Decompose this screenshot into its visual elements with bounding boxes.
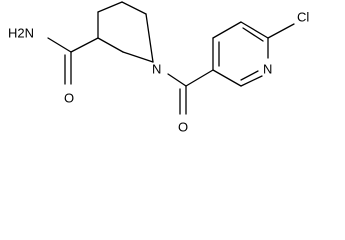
bond-py-inner-2 xyxy=(242,27,264,42)
bond-c6-n1 xyxy=(145,13,154,63)
bond-c4-c5 xyxy=(97,1,123,13)
piperidine-ring xyxy=(97,1,154,63)
amide-nh2-label: H2N xyxy=(8,25,34,40)
piperidine-nitrogen-label: N xyxy=(152,61,161,76)
ketone-oxygen-label: O xyxy=(178,119,188,134)
bond-n1-c2 xyxy=(122,51,154,63)
molecule-drawing: H2N O N O N Cl xyxy=(8,1,309,134)
carboxamide-group: H2N O xyxy=(8,25,99,105)
bond-py-inner-3 xyxy=(240,70,259,81)
bond-n1-carbonyl-c xyxy=(167,73,187,87)
carbonyl-group: O xyxy=(167,69,214,134)
pyridine-ring: N xyxy=(212,21,272,87)
structure-diagram: H2N O N O N Cl xyxy=(8,1,309,134)
bond-amide-c-n xyxy=(47,37,72,53)
pyridine-nitrogen-label: N xyxy=(263,61,272,76)
bond-py-c5-c6 xyxy=(240,21,269,39)
bond-c6-cl xyxy=(267,23,295,39)
chloro-substituent: Cl xyxy=(267,9,309,39)
amide-oxygen-label: O xyxy=(64,90,74,105)
bond-py-c4-c5 xyxy=(212,21,242,39)
bond-py-c2-c3 xyxy=(212,69,242,87)
bond-py-n-c2 xyxy=(240,75,263,87)
chlorine-label: Cl xyxy=(297,9,309,24)
bond-carbonyl-c-ring xyxy=(185,69,214,87)
bond-c3-amide-c xyxy=(70,37,99,53)
bond-c5-c6 xyxy=(121,1,147,15)
bond-c2-c3 xyxy=(97,37,124,53)
